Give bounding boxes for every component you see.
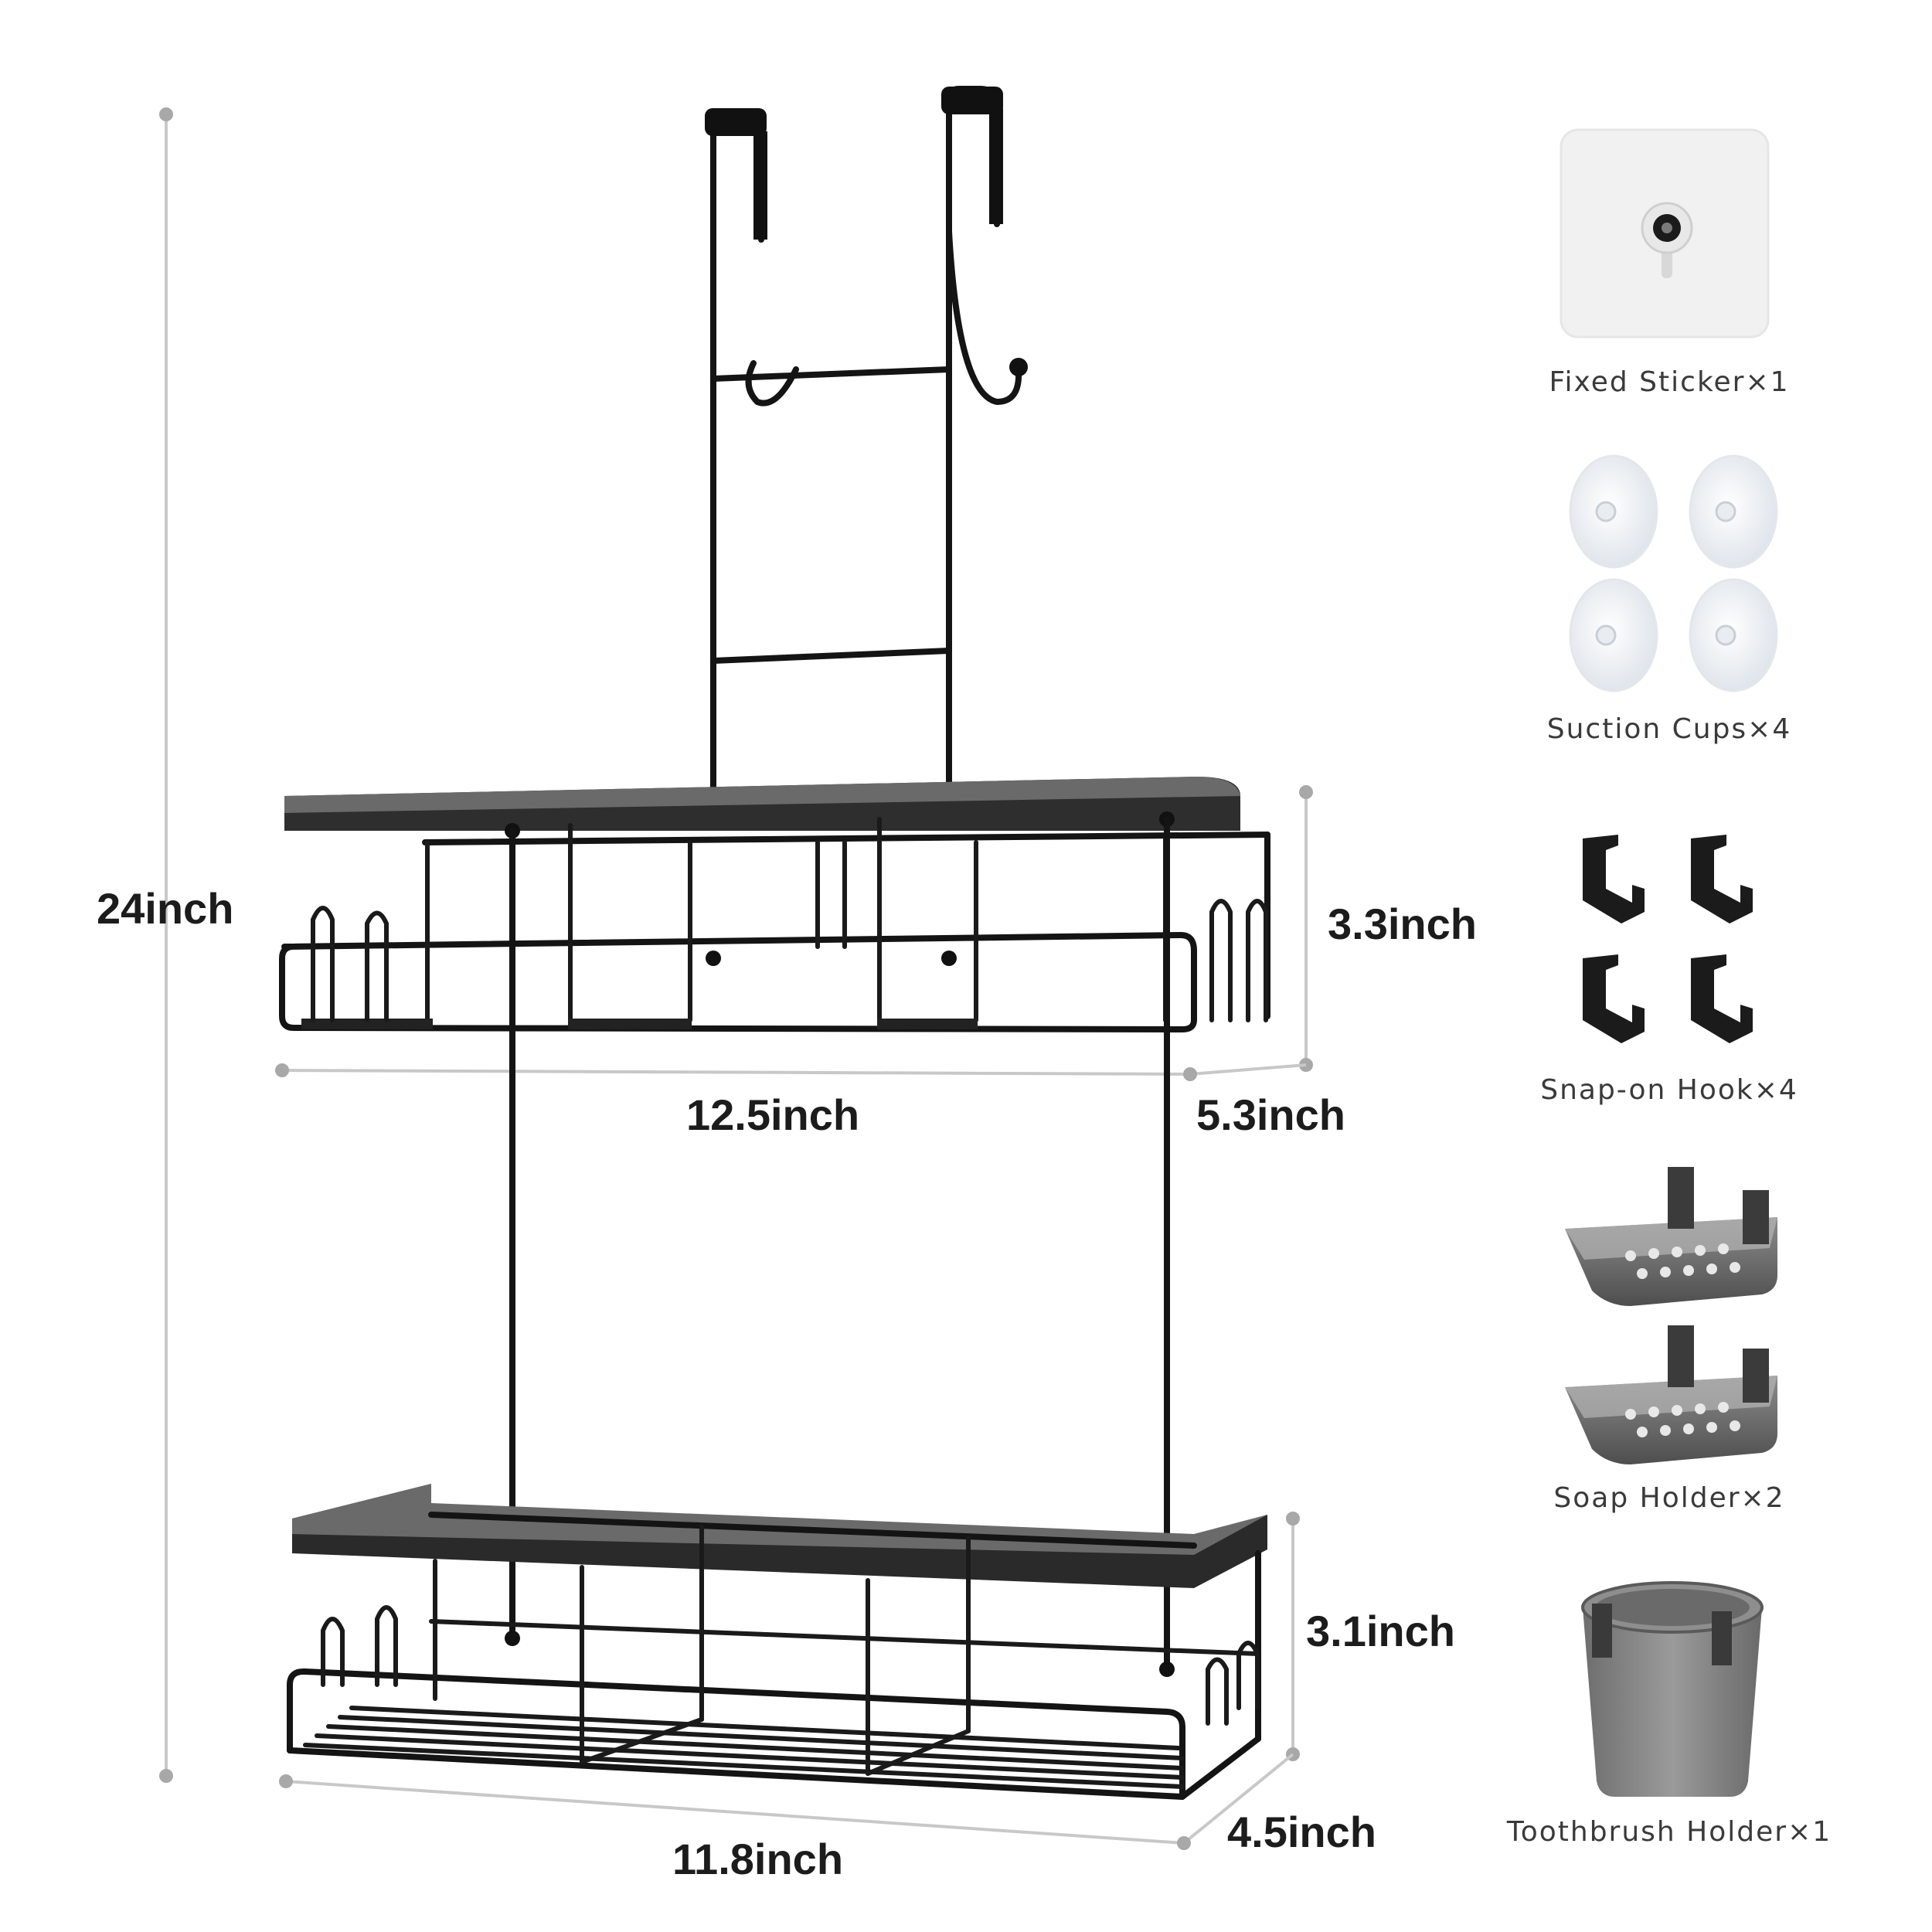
- sticker-icon: [1560, 128, 1770, 338]
- dimension-bottom-side: 4.5inch: [1227, 1808, 1376, 1856]
- dimension-top-width: 12.5inch: [686, 1090, 859, 1139]
- accessories-panel: Fixed Sticker×1 Suction Cups×4 Snap-on H…: [1506, 128, 1832, 1848]
- dimension-height: 24inch: [97, 884, 233, 933]
- dimension-bottom-depth: 3.1inch: [1306, 1607, 1455, 1655]
- accessory-label-sticker: Fixed Sticker×1: [1549, 366, 1789, 398]
- accessory-label-hooks: Snap-on Hook×4: [1540, 1074, 1798, 1106]
- bottom-shelf: [287, 1484, 1267, 1800]
- toothbrush-cup-icon: [1581, 1581, 1764, 1797]
- dimension-top-depth: 3.3inch: [1328, 900, 1477, 948]
- soap-holder-icon: [1565, 1167, 1777, 1464]
- shower-caddy-illustration: [279, 86, 1270, 1800]
- accessory-label-toothbrush: Toothbrush Holder×1: [1506, 1816, 1832, 1848]
- top-shelf: [279, 777, 1270, 1032]
- accessory-label-soap-holder: Soap Holder×2: [1553, 1482, 1784, 1514]
- hook-icon: [1583, 835, 1753, 1043]
- over-door-hooks: [705, 86, 1028, 790]
- accessory-label-suction-cups: Suction Cups×4: [1547, 713, 1792, 745]
- dimension-top-side: 5.3inch: [1196, 1090, 1345, 1139]
- dimension-bottom-width: 11.8inch: [672, 1835, 843, 1883]
- suction-cup-icon: [1569, 454, 1778, 692]
- dimension-guides: [159, 107, 1313, 1850]
